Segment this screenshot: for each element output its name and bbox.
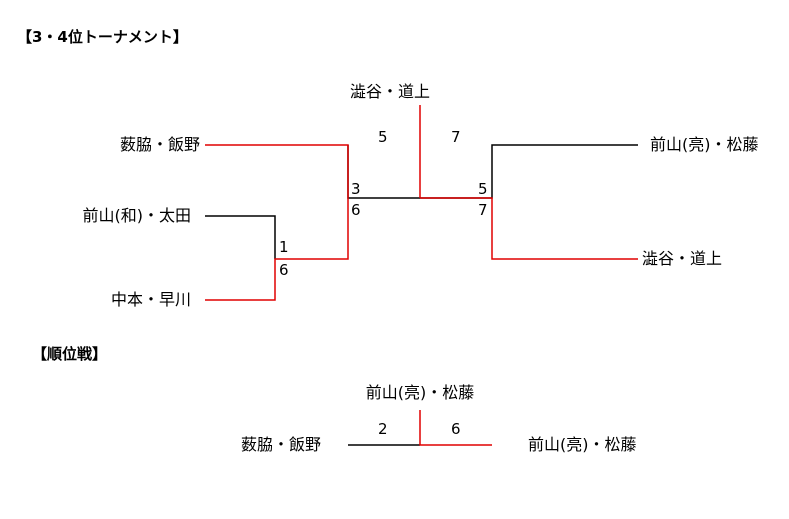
placement-score-left: 2 [378, 420, 388, 438]
placement-team-left: 薮脇・飯野 [240, 435, 321, 454]
line-placement-red [419, 410, 492, 446]
line-maeyama-kazu [205, 215, 276, 259]
team-yabuwaki-iino: 薮脇・飯野 [119, 135, 200, 154]
line-yabuwaki [205, 144, 349, 198]
tournament-heading: 【3・4位トーナメント】 [17, 28, 188, 46]
line-right-final-black [420, 144, 638, 199]
score-final-left: 5 [378, 128, 388, 146]
score-final-right: 7 [451, 128, 461, 146]
placement-score-right: 6 [451, 420, 461, 438]
team-nakamoto-hayakawa: 中本・早川 [110, 290, 191, 309]
line-nakamoto [205, 198, 349, 301]
team-maeyama-kazu-ota: 前山(和)・太田 [82, 206, 192, 225]
score-right-top: 5 [478, 180, 488, 198]
score-semi-left-bottom: 6 [279, 261, 289, 279]
team-maeyama-ryo-matsufuji: 前山(亮)・松藤 [650, 135, 759, 154]
line-shibuya-right [420, 197, 638, 260]
placement-heading: 【順位戦】 [32, 345, 108, 363]
score-right-bottom: 7 [478, 201, 488, 219]
placement-winner: 前山(亮)・松藤 [365, 383, 475, 402]
placement-team-right: 前山(亮)・松藤 [528, 435, 637, 454]
score-left-final-top: 3 [351, 180, 361, 198]
score-left-final-bottom: 6 [351, 201, 361, 219]
tournament-winner: 澁谷・道上 [349, 82, 431, 101]
team-shibuya-michigami: 澁谷・道上 [642, 249, 723, 268]
score-semi-left-top: 1 [279, 238, 289, 256]
